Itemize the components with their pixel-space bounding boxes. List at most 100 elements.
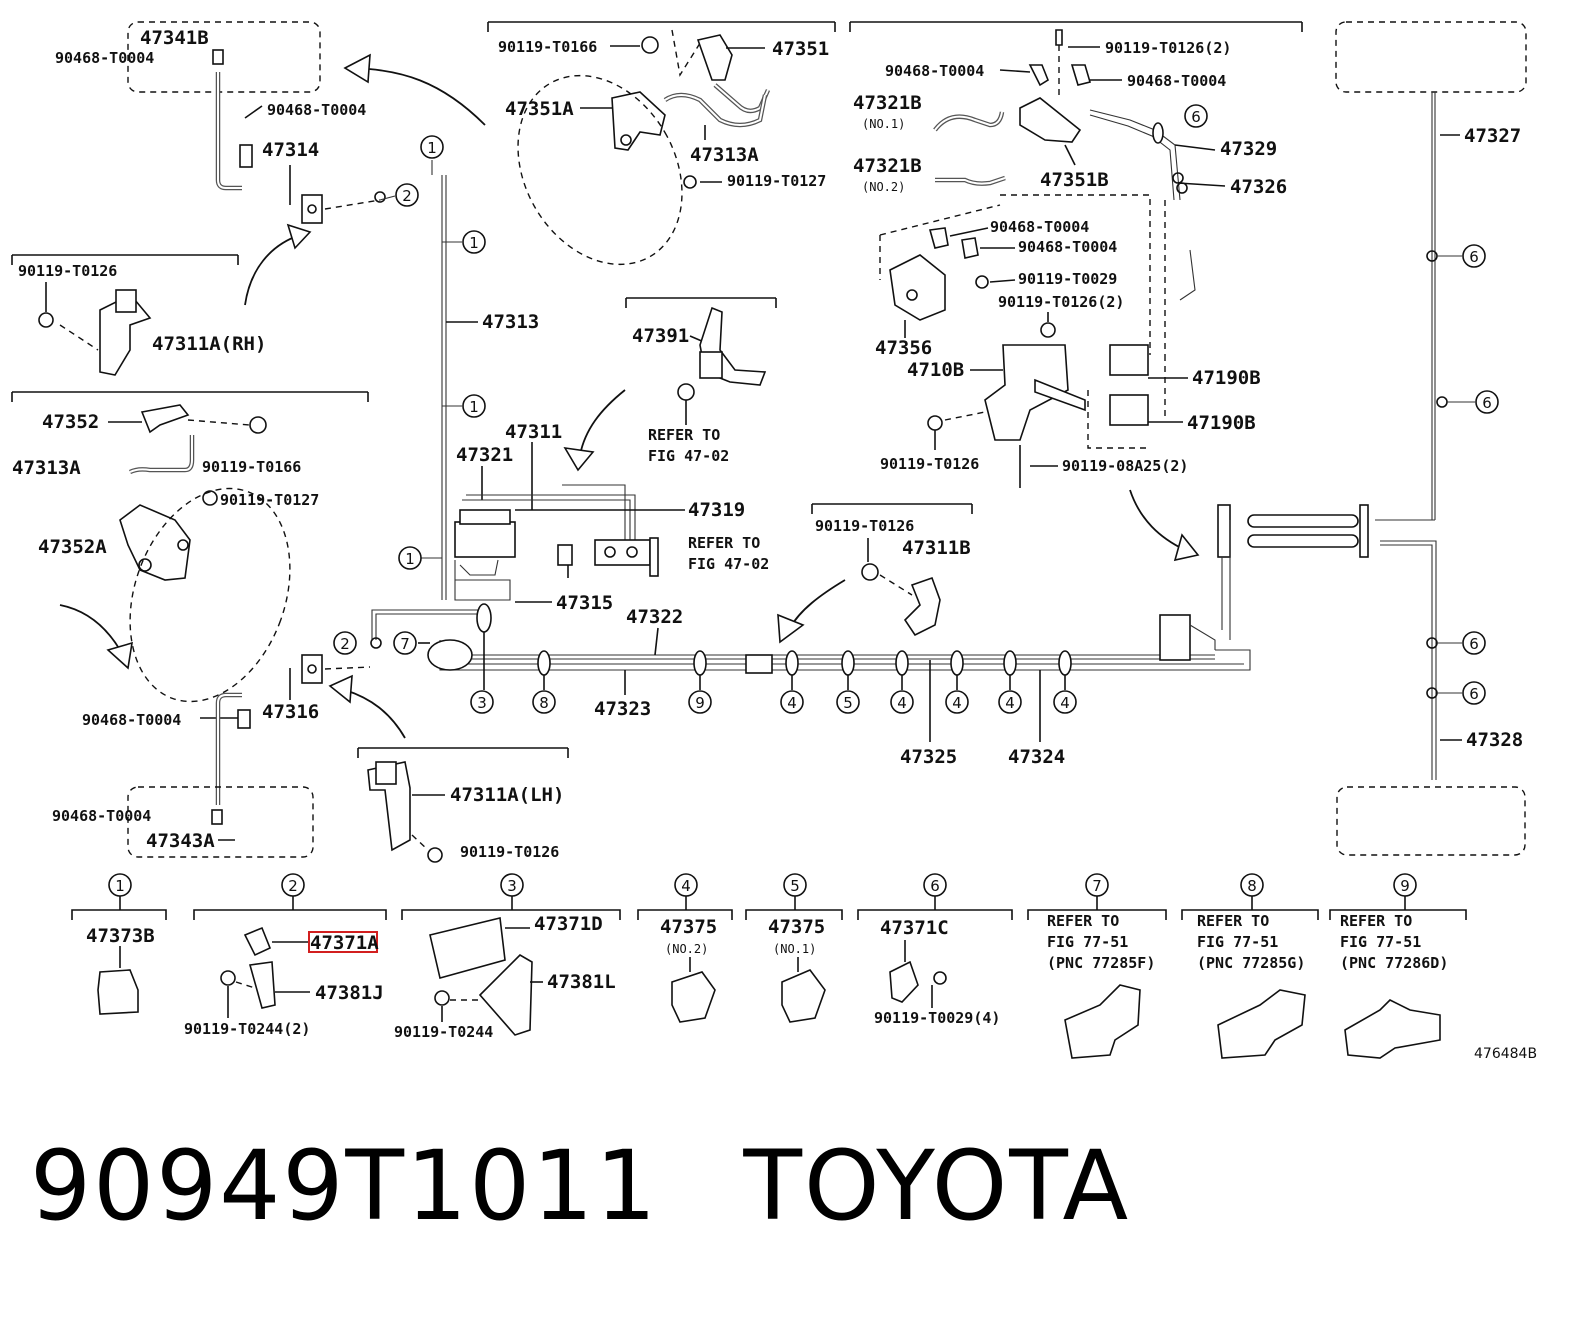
clip-47375-no2 xyxy=(671,971,716,1023)
legend-47375-no1: 47375 xyxy=(768,916,825,938)
clamp-77285F xyxy=(1064,984,1141,1059)
label-90119-08A25: 90119-08A25(2) xyxy=(1062,457,1188,475)
legend-7-pnc: (PNC 77285F) xyxy=(1047,954,1155,972)
clamp-47373B xyxy=(97,969,139,1015)
bolt-icon xyxy=(1040,322,1056,338)
callout-1: 1 xyxy=(469,398,479,416)
bolt-icon xyxy=(677,383,695,401)
label-90468-T0004-c: 90468-T0004 xyxy=(82,711,181,729)
legend-8-refer: REFER TO xyxy=(1197,912,1269,930)
label-refer-47-02-a-2: FIG 47-02 xyxy=(648,447,729,465)
legend-callout-4: 4 xyxy=(681,877,691,895)
label-90468-T0004-g: 90468-T0004 xyxy=(990,218,1089,236)
legend-7-fig: FIG 77-51 xyxy=(1047,933,1128,951)
label-no2: (NO.2) xyxy=(862,180,905,194)
legend-callout-3: 3 xyxy=(507,877,517,895)
label-90119-T0029: 90119-T0029 xyxy=(1018,270,1117,288)
clip-47371A xyxy=(243,926,272,957)
label-47321B-1: 47321B xyxy=(853,92,922,114)
label-90119-T0126-lh: 90119-T0126 xyxy=(460,843,559,861)
bracket-47311B xyxy=(903,576,941,637)
label-47313: 47313 xyxy=(482,311,539,333)
label-90119-T0126-2a: 90119-T0126(2) xyxy=(1105,39,1231,57)
flow-arrow-1 xyxy=(354,67,486,126)
label-47190B-a: 47190B xyxy=(1192,367,1261,389)
legend-47371A-highlighted: 47371A xyxy=(310,932,379,954)
callout-4: 4 xyxy=(952,694,962,712)
callout-7: 7 xyxy=(400,635,410,653)
label-90119-T0126: 90119-T0126 xyxy=(18,262,117,280)
wheel-area-box-top-right xyxy=(1335,21,1527,93)
label-90468-T0004-h: 90468-T0004 xyxy=(1018,238,1117,256)
label-refer-47-02-b-1: REFER TO xyxy=(688,534,760,552)
label-refer-47-02-a-1: REFER TO xyxy=(648,426,720,444)
clip-part xyxy=(212,49,224,65)
bracket-47352A xyxy=(119,504,191,581)
callout-1: 1 xyxy=(469,234,479,252)
label-47311: 47311 xyxy=(505,421,562,443)
label-90119-T0166-b: 90119-T0166 xyxy=(498,38,597,56)
legend-47371D: 47371D xyxy=(534,913,603,935)
junction-block-47316 xyxy=(301,654,323,684)
label-47356: 47356 xyxy=(875,337,932,359)
bracket-47351B xyxy=(1019,97,1082,143)
wheel-area-box-top-left xyxy=(127,21,321,93)
clip-47371C xyxy=(889,960,919,1003)
callout-3: 3 xyxy=(477,694,487,712)
legend-8-pnc: (PNC 77285G) xyxy=(1197,954,1305,972)
clamp-77286D xyxy=(1344,999,1441,1059)
highlight-box xyxy=(308,931,378,953)
label-90119-T0127-a: 90119-T0127 xyxy=(220,491,319,509)
clip-47375-no1 xyxy=(781,969,826,1023)
legend-no1: (NO.1) xyxy=(773,942,816,956)
legend-no2: (NO.2) xyxy=(665,942,708,956)
bracket-47381J xyxy=(248,961,276,1009)
bolt-icon xyxy=(641,36,659,54)
label-4710B: 4710B xyxy=(907,359,964,381)
label-47351: 47351 xyxy=(772,38,829,60)
label-no1: (NO.1) xyxy=(862,117,905,131)
label-47341B: 47341B xyxy=(140,27,209,49)
wheel-area-box-bottom-right xyxy=(1336,786,1526,856)
legend-callout-5: 5 xyxy=(790,877,800,895)
junction-block-47314 xyxy=(301,194,323,224)
bolt-icon xyxy=(202,490,218,506)
label-47313A-a: 47313A xyxy=(12,457,81,479)
figure-number: 476484B xyxy=(1474,1046,1537,1062)
label-90468-T0004-f: 90468-T0004 xyxy=(1127,72,1226,90)
valve-47190B-a xyxy=(1109,344,1149,376)
label-90119-T0127-b: 90119-T0127 xyxy=(727,172,826,190)
legend-callout-6: 6 xyxy=(930,877,940,895)
legend-47381J: 47381J xyxy=(315,982,384,1004)
label-47351A: 47351A xyxy=(505,98,574,120)
legend-90119-T0029-4: 90119-T0029(4) xyxy=(874,1009,1000,1027)
legend-7-refer: REFER TO xyxy=(1047,912,1119,930)
label-47325: 47325 xyxy=(900,746,957,768)
legend-9-pnc: (PNC 77286D) xyxy=(1340,954,1448,972)
legend-callout-8: 8 xyxy=(1247,877,1257,895)
label-47313A-b: 47313A xyxy=(690,144,759,166)
label-90468-T0004-b: 90468-T0004 xyxy=(267,101,366,119)
label-47321: 47321 xyxy=(456,444,513,466)
callout-1: 1 xyxy=(405,550,415,568)
legend-9-fig: FIG 77-51 xyxy=(1340,933,1421,951)
bracket-47356 xyxy=(889,254,946,321)
footer-brand: TOYOTA xyxy=(743,1130,1131,1242)
callout-6: 6 xyxy=(1469,248,1479,266)
label-90468-T0004-d: 90468-T0004 xyxy=(52,807,151,825)
callout-2: 2 xyxy=(340,635,350,653)
footer-part-number: 90949T1011 xyxy=(30,1130,659,1242)
bolt-icon xyxy=(427,847,443,863)
legend-8-fig: FIG 77-51 xyxy=(1197,933,1278,951)
callout-6: 6 xyxy=(1191,108,1201,126)
bolt-icon xyxy=(249,416,267,434)
label-90119-T0126-c: 90119-T0126 xyxy=(880,455,979,473)
legend-47371C: 47371C xyxy=(880,917,949,939)
legend-callout-2: 2 xyxy=(288,877,298,895)
label-47391: 47391 xyxy=(632,325,689,347)
callout-4: 4 xyxy=(787,694,797,712)
label-90119-T0166-a: 90119-T0166 xyxy=(202,458,301,476)
callout-4: 4 xyxy=(1005,694,1015,712)
brake-line-47328 xyxy=(1380,544,1433,780)
